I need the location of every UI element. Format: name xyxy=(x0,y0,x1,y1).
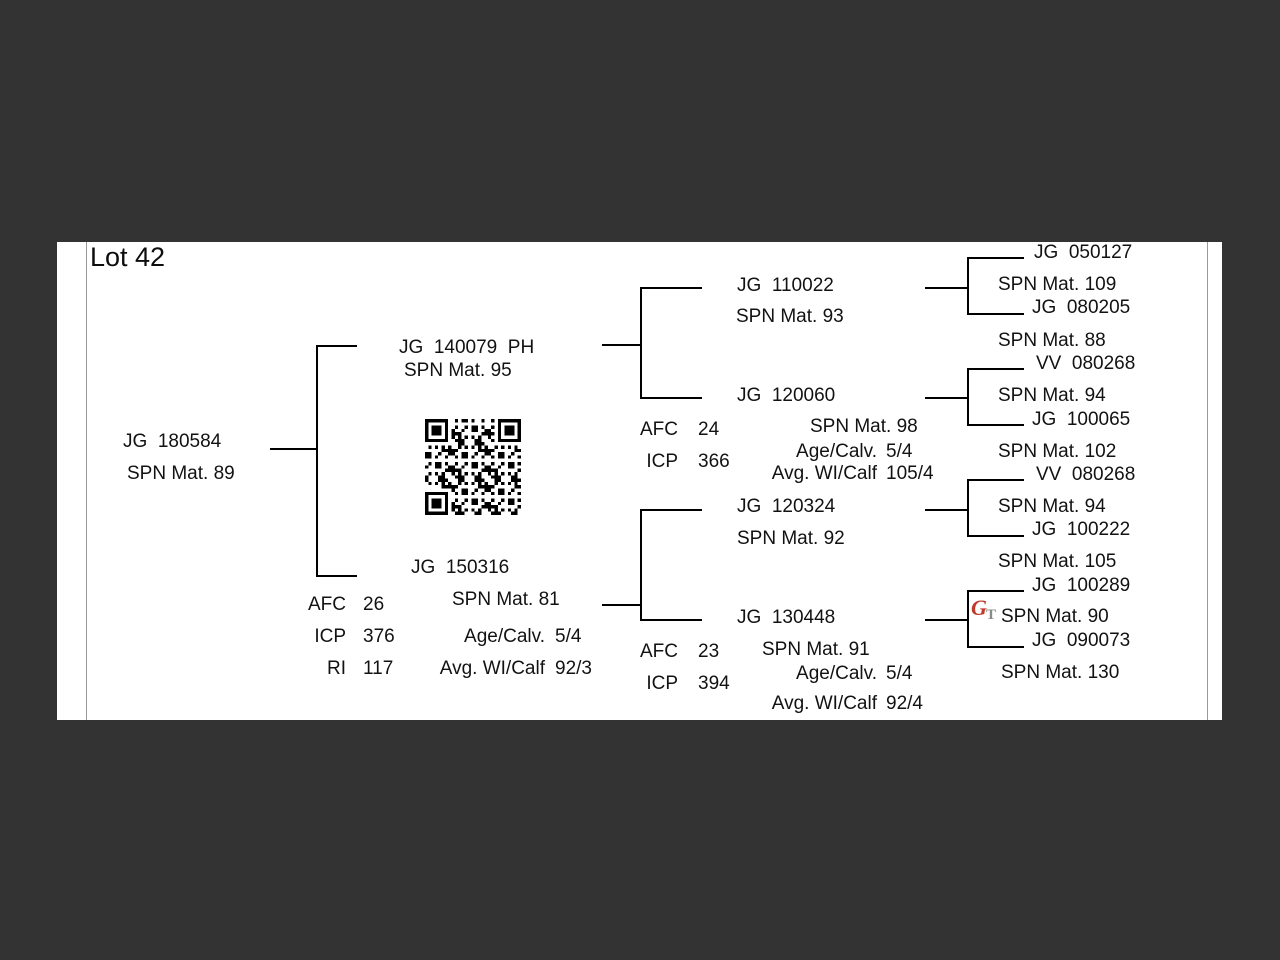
dam-dam-age-calv-label: Age/Calv. xyxy=(796,663,877,684)
ggp-spn: SPN Mat. 105 xyxy=(998,551,1117,572)
ggp-spn: SPN Mat. 94 xyxy=(998,496,1106,517)
dam-dam-afc-value: 23 xyxy=(698,641,720,662)
sire-sire-parents-bracket-line xyxy=(925,257,1024,315)
ggp-spn: SPN Mat. 94 xyxy=(998,385,1106,406)
ggp-spn: SPN Mat. 102 xyxy=(998,441,1117,462)
dam-age-calv-stat: Age/Calv. 5/4 xyxy=(425,627,581,646)
dam-ri-stat: RI 117 xyxy=(246,659,393,678)
sire-sire-spn: SPN Mat. 93 xyxy=(736,306,844,327)
dam-age-calv-value: 5/4 xyxy=(555,626,582,647)
dam-icp-stat: ICP 376 xyxy=(246,626,395,647)
dam-dam-age-calv-stat: Age/Calv. 5/4 xyxy=(757,664,912,683)
qr-code-image xyxy=(425,419,521,515)
dam-dam-afc-label: AFC xyxy=(640,641,678,662)
sire-dam-age-calv-label: Age/Calv. xyxy=(796,441,877,462)
ggp-name: JG 090073 xyxy=(1032,630,1131,651)
dam-avg-wi-value: 92/3 xyxy=(555,658,592,679)
sire-icp-label: ICP xyxy=(646,451,678,472)
ggp-spn: SPN Mat. 88 xyxy=(998,330,1106,351)
sire-dam-avg-wi-label: Avg. WI/Calf xyxy=(771,463,877,484)
sire-dam-avg-wi-stat: Avg. WI/Calf 105/4 xyxy=(757,464,934,483)
dam-avg-wi-label: Avg. WI/Calf xyxy=(439,658,545,679)
dam-avg-wi-stat: Avg. WI/Calf 92/3 xyxy=(425,659,592,678)
sire-spn: SPN Mat. 95 xyxy=(404,360,512,381)
sire-afc-label: AFC xyxy=(640,419,678,440)
dam-dam-avg-wi-value: 92/4 xyxy=(886,693,923,714)
sire-dam-parents-bracket-line xyxy=(925,368,1024,426)
dam-dam-icp-value: 394 xyxy=(698,673,730,694)
sire-sire-name: JG 110022 xyxy=(737,275,834,296)
dam-dam-spn: SPN Mat. 91 xyxy=(762,639,870,660)
dam-icp-label: ICP xyxy=(314,626,346,647)
dam-dam-name: JG 130448 xyxy=(737,607,836,628)
ggp-spn: SPN Mat. 109 xyxy=(998,274,1117,295)
dam-parents-bracket-line xyxy=(602,509,702,621)
sire-dam-avg-wi-value: 105/4 xyxy=(886,463,934,484)
ggp-spn: SPN Mat. 130 xyxy=(1001,662,1120,683)
page-right-edge-line xyxy=(1207,242,1208,720)
ggp-name: VV 080268 xyxy=(1036,353,1136,374)
sire-dam-age-calv-stat: Age/Calv. 5/4 xyxy=(757,442,912,461)
ggp-name: JG 080205 xyxy=(1032,297,1131,318)
sire-afc-value: 24 xyxy=(698,419,720,440)
dam-afc-stat: AFC 26 xyxy=(246,595,384,614)
dam-sire-spn: SPN Mat. 92 xyxy=(737,528,845,549)
subject-spn: SPN Mat. 89 xyxy=(127,463,235,484)
ggp-spn: SPN Mat. 90 xyxy=(1001,606,1109,627)
sire-dam-spn: SPN Mat. 98 xyxy=(810,416,918,437)
lot-title: Lot 42 xyxy=(90,242,166,272)
dam-icp-value: 376 xyxy=(363,626,395,647)
catalog-page: Lot 42 JG 180584 SPN Mat. 89 JG 140079 P… xyxy=(57,242,1222,720)
dam-sire-parents-bracket-line xyxy=(925,479,1024,537)
sire-dam-age-calv-value: 5/4 xyxy=(886,441,913,462)
page-left-edge-line xyxy=(86,242,87,720)
dam-dam-avg-wi-stat: Avg. WI/Calf 92/4 xyxy=(757,694,923,713)
dam-spn: SPN Mat. 81 xyxy=(452,589,560,610)
qr-code xyxy=(425,418,521,516)
dam-afc-value: 26 xyxy=(363,594,385,615)
svg-text:T: T xyxy=(986,607,996,622)
svg-text:G: G xyxy=(971,595,987,620)
dam-afc-label: AFC xyxy=(308,594,346,615)
ggp-name: JG 100065 xyxy=(1032,409,1131,430)
sire-icp-stat: ICP 366 xyxy=(578,451,730,472)
pedigree-connector-lines xyxy=(270,257,1024,648)
dam-dam-afc-stat: AFC 23 xyxy=(578,642,719,661)
gt-logo-graphic: G T xyxy=(971,595,996,623)
sire-icp-value: 366 xyxy=(698,451,730,472)
subject-name: JG 180584 xyxy=(123,431,222,452)
dam-age-calv-label: Age/Calv. xyxy=(464,626,545,647)
dam-ri-label: RI xyxy=(327,658,346,679)
sire-afc-stat: AFC 24 xyxy=(578,420,719,439)
ggp-name: JG 100222 xyxy=(1032,519,1131,540)
dam-dam-icp-stat: ICP 394 xyxy=(578,673,730,694)
dam-sire-name: JG 120324 xyxy=(737,496,836,517)
dam-dam-parents-bracket-line xyxy=(925,590,1024,648)
ggp-name: JG 100289 xyxy=(1032,575,1131,596)
dam-dam-icp-label: ICP xyxy=(646,673,678,694)
dam-dam-age-calv-value: 5/4 xyxy=(886,663,913,684)
dam-dam-avg-wi-label: Avg. WI/Calf xyxy=(771,693,877,714)
dam-ri-value: 117 xyxy=(363,658,394,679)
sire-dam-name: JG 120060 xyxy=(737,385,836,406)
sire-parents-bracket-line xyxy=(602,287,702,399)
subject-bracket-line xyxy=(270,345,357,577)
ggp-name: VV 080268 xyxy=(1036,464,1136,485)
dam-name: JG 150316 xyxy=(411,557,510,578)
gt-logo-icon: G T xyxy=(970,594,1000,623)
ggp-name: JG 050127 xyxy=(1034,242,1133,263)
sire-name: JG 140079 PH xyxy=(399,337,535,358)
